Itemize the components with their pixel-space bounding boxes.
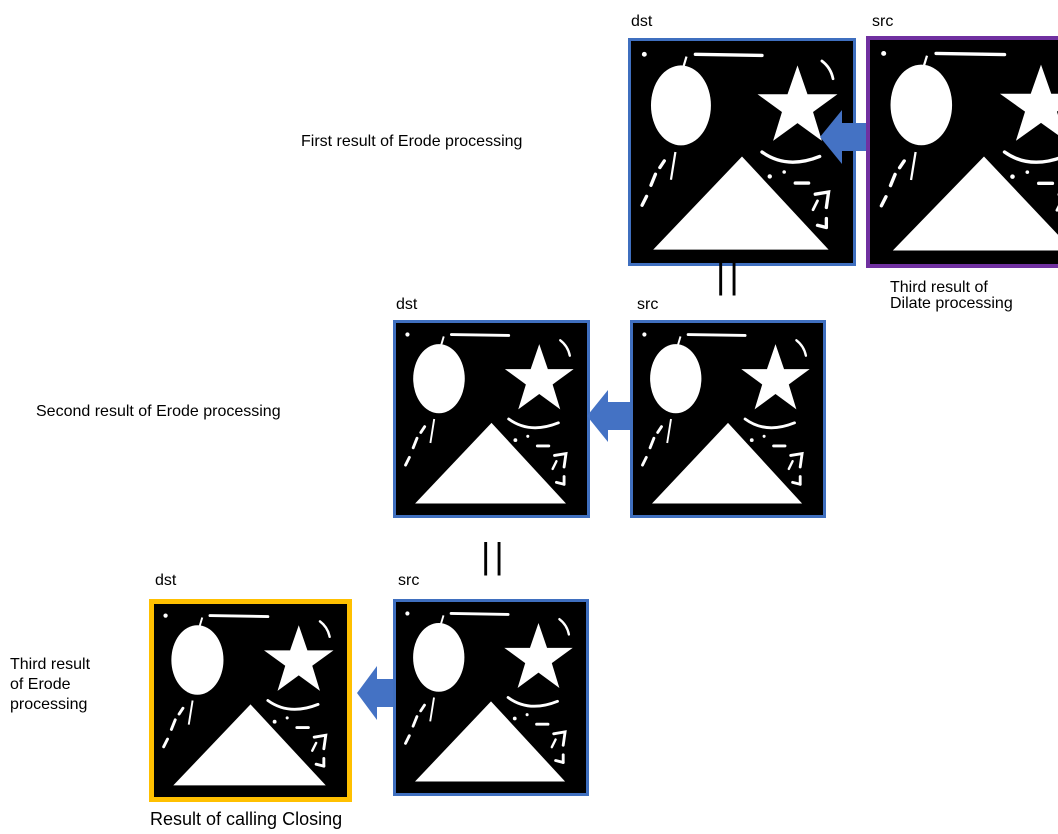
binary-image	[396, 323, 587, 515]
binary-image	[154, 604, 347, 797]
arrow-left-icon	[587, 390, 633, 442]
row1-dst-image	[628, 38, 856, 266]
row3-src-image	[393, 599, 589, 796]
row3-caption-1: Third result	[10, 656, 91, 673]
equal-sign-1: ||	[716, 255, 743, 296]
row3-caption-3: processing	[10, 696, 88, 713]
row3-dst-label: dst	[155, 572, 177, 589]
row2-dst-image	[393, 320, 590, 518]
binary-image	[633, 323, 823, 515]
row1-src-label: src	[872, 13, 894, 30]
row3-src-label: src	[398, 572, 420, 589]
row3-caption-2: of Erode	[10, 676, 71, 693]
binary-image	[870, 40, 1058, 264]
row2-dst-label: dst	[396, 296, 418, 313]
row1-caption: First result of Erode processing	[301, 133, 523, 150]
row2-src-image	[630, 320, 826, 518]
equal-sign-2: ||	[481, 535, 508, 576]
row2-caption: Second result of Erode processing	[36, 403, 281, 420]
row2-src-label: src	[637, 296, 659, 313]
arrow-left-icon	[820, 110, 868, 164]
row3-dst-image	[149, 599, 352, 802]
binary-image	[396, 602, 586, 793]
result-caption: Result of calling Closing	[150, 809, 343, 829]
row1-dst-label: dst	[631, 13, 653, 30]
arrow-left-icon	[357, 666, 401, 720]
row1-src-image	[866, 36, 1058, 268]
row1-src-caption-1: Third result of	[890, 279, 988, 296]
row1-src-caption-2: Dilate processing	[890, 295, 1013, 312]
